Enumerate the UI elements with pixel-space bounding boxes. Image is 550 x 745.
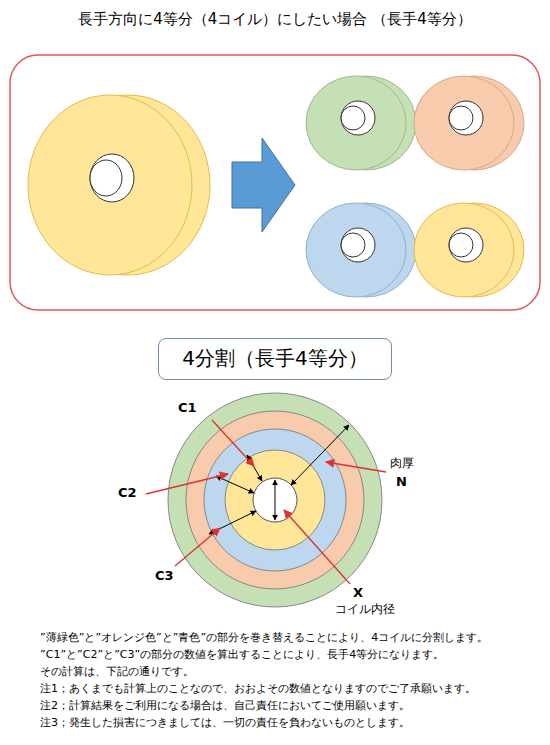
note-line: その計算は、下記の通りです。	[40, 665, 194, 678]
note-line: 注3；発生した損害につきましては、一切の責任を負わないものとします。	[40, 716, 410, 729]
small-coil	[306, 76, 416, 170]
page-title: 長手方向に4等分（4コイル）にしたい場合 （長手4等分）	[78, 10, 471, 28]
callout-label: コイル内径	[335, 602, 395, 616]
heading-text: 4分割（長手4等分）	[181, 346, 369, 370]
large-coil	[28, 95, 210, 275]
dimension-line	[209, 425, 349, 534]
panel-frame	[10, 55, 540, 310]
callout-label: C1	[178, 400, 197, 416]
callout-label: C3	[155, 568, 174, 584]
note-line: 注1；あくまでも計算上のことなので、おおよその数値となりますのでご了承願います。	[40, 682, 476, 695]
coil-section	[168, 393, 382, 607]
split-arrow	[232, 138, 295, 232]
callout-label: N	[396, 474, 407, 490]
small-coil	[414, 76, 524, 170]
callout-label: X	[353, 585, 363, 601]
heading-box: 4分割（長手4等分）	[158, 338, 392, 380]
note-line: 注2；計算結果をご利用になる場合は、自己責任においてご使用願います。	[40, 699, 410, 712]
leader-arrow	[146, 420, 386, 584]
note-line: ”薄緑色”と”オレンジ色”と”青色”の部分を巻き替えることにより、4コイルに分割…	[40, 631, 488, 644]
small-coil	[306, 203, 416, 297]
callout-label: C2	[118, 485, 137, 501]
note-line: ”C1”と”C2”と”C3”の部分の数値を算出することにより、長手4等分になりま…	[40, 648, 444, 661]
callout-label: 肉厚	[390, 456, 414, 470]
small-coil	[414, 203, 524, 297]
